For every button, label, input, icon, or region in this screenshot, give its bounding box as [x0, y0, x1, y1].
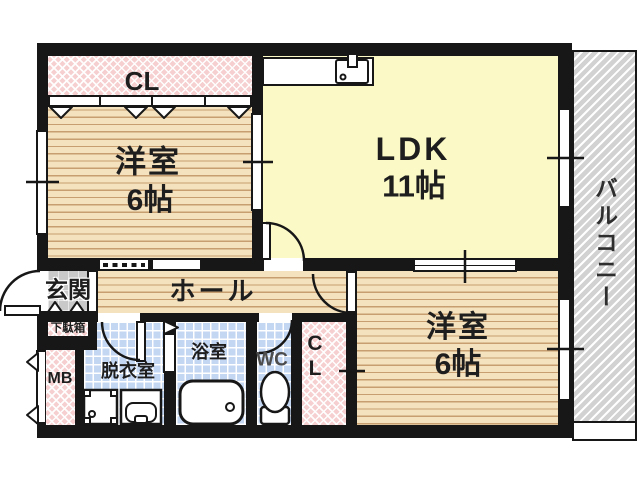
shoe-cabinet-door-mark [69, 301, 85, 313]
toilet-icon [259, 370, 291, 426]
wall-wc-right [291, 322, 302, 425]
slider-hall-bed1-track [98, 258, 150, 271]
closet-fold-mark [152, 106, 176, 119]
shoe-cabinet-box [46, 320, 90, 338]
label-balcony: バルコニー [591, 176, 618, 312]
label-bedroom-top: 洋室 [115, 144, 181, 180]
wall-mb-dressing [75, 347, 84, 428]
washbasin-icon [119, 388, 163, 426]
label-bedroom-bottom: 洋室 [426, 311, 490, 344]
wall-bath-right [246, 322, 257, 425]
room-closet-bottom [302, 322, 346, 425]
label-meter-box: MB [47, 370, 73, 387]
room-ldk [263, 56, 558, 258]
wc-door-opening [259, 313, 292, 322]
wall-bottom [37, 425, 572, 438]
shoe-cabinet-door-mark [47, 301, 63, 313]
entrance-step [87, 270, 98, 313]
label-shoe-cabinet: 下駄箱 [50, 322, 86, 335]
ldk-door-opening [264, 258, 303, 271]
closet-door-divider [99, 97, 101, 105]
closet-fold-mark [49, 106, 73, 119]
room-balcony [572, 50, 637, 423]
label-dressing: 脱衣室 [101, 361, 155, 381]
bathtub-icon [178, 379, 245, 426]
closet-fold-mark [124, 106, 148, 119]
balcony-foot [572, 421, 637, 441]
ldk-door-arc [265, 221, 306, 262]
room-hall [97, 271, 347, 313]
washing-machine-icon [82, 388, 119, 426]
label-closet-top: CL [124, 66, 160, 96]
label-entrance: 玄関 [45, 276, 91, 303]
dressing-door-opening [98, 313, 140, 322]
wall-left [37, 43, 48, 438]
closet-door-divider [204, 97, 206, 105]
label-hall: ホール [169, 276, 257, 306]
bath-door-panel [163, 333, 176, 373]
label-bedroom-top-size: 6帖 [126, 184, 174, 217]
bath-door-mark [163, 320, 179, 335]
label-ldk: LDK [375, 131, 451, 167]
meter-box-door-mark [26, 405, 39, 425]
room-bedroom-top [48, 96, 252, 258]
dressing-door-leaf [136, 321, 146, 362]
room-bedroom-bottom [357, 271, 558, 425]
entrance-door-arc [0, 269, 41, 312]
dressing-door-arc [100, 321, 141, 362]
room-closet-top [48, 56, 252, 97]
wall-top [37, 43, 572, 56]
bed2-door-arc [311, 273, 353, 315]
label-ldk-size: 11帖 [382, 168, 446, 204]
label-bedroom-bottom-size: 6帖 [434, 348, 482, 381]
closet-door-divider [151, 97, 153, 105]
slider-hall-bed1-panel [151, 258, 202, 271]
wall-wet-top [72, 313, 357, 322]
closet-top-doors [48, 95, 252, 107]
wall-bed2-left [346, 271, 357, 425]
kitchen-sink-icon [335, 53, 369, 84]
label-bathroom: 浴室 [191, 342, 227, 362]
wc-door-arc [258, 319, 294, 355]
slider-track-dashes [103, 263, 145, 267]
label-closet-bottom: CL [303, 332, 327, 382]
entrance-door-leaf [4, 305, 41, 316]
meter-box-door-mark [26, 352, 39, 372]
label-wc: WC [256, 349, 288, 371]
meter-box [46, 350, 75, 425]
entrance-door-opening [37, 271, 48, 311]
closet-fold-mark [227, 106, 251, 119]
